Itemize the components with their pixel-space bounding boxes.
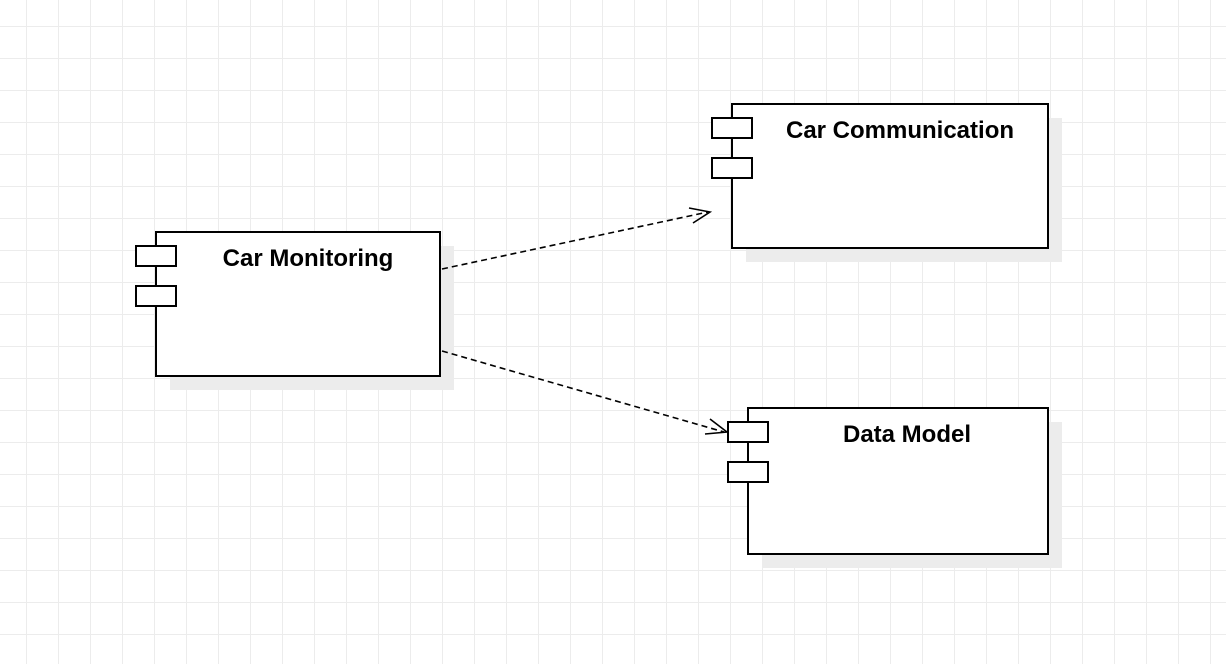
component-label: Car Communication xyxy=(786,117,1014,144)
component-car-monitoring[interactable]: Car Monitoring xyxy=(135,231,454,390)
component-car-communication[interactable]: Car Communication xyxy=(711,103,1062,262)
component-port-bottom xyxy=(135,285,177,307)
component-port-top xyxy=(135,245,177,267)
dependency-line xyxy=(441,211,709,270)
component-label: Car Monitoring xyxy=(223,245,394,272)
component-label: Data Model xyxy=(843,421,971,448)
component-body xyxy=(747,407,1049,555)
dependency-car-monitoring-to-data-model[interactable] xyxy=(441,350,730,435)
component-port-top xyxy=(711,117,753,139)
component-port-top xyxy=(727,421,769,443)
open-arrow-head-icon xyxy=(688,207,713,224)
component-port-bottom xyxy=(711,157,753,179)
open-arrow-head-icon xyxy=(704,418,730,435)
component-body xyxy=(155,231,441,377)
component-port-bottom xyxy=(727,461,769,483)
dependency-line xyxy=(441,350,725,433)
dependency-car-monitoring-to-car-communication[interactable] xyxy=(441,207,713,270)
component-data-model[interactable]: Data Model xyxy=(727,407,1062,568)
